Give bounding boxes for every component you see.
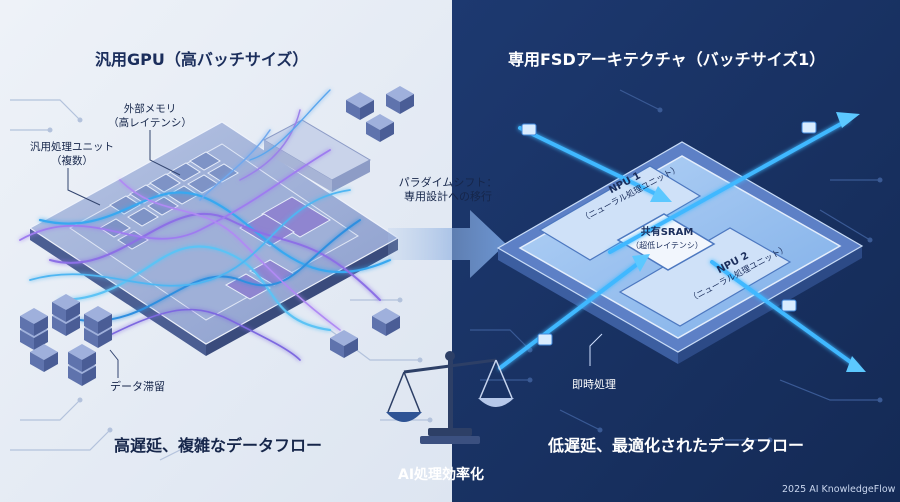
- flow-arrow: [608, 118, 850, 254]
- instant-callout-line: [589, 333, 603, 366]
- memory-label: 外部メモリ （高レイテンシ）: [108, 103, 192, 129]
- memory-stack: [68, 344, 96, 386]
- left-callout-lines: [67, 130, 181, 378]
- optimized-data-flow: [498, 118, 858, 370]
- left-caption: 高遅延、複雑なデータフロー: [114, 436, 323, 455]
- memory-stack: [20, 308, 48, 350]
- flow-arrow: [498, 260, 642, 370]
- gpu-chip: [28, 119, 400, 356]
- memory-stack: [386, 86, 414, 114]
- memory-stack: [52, 294, 80, 336]
- memory-stacks-left: [20, 86, 414, 386]
- flow-arrow: [710, 260, 858, 368]
- right-circuit-nodes: [527, 107, 883, 443]
- left-circuit-nodes: [47, 117, 433, 443]
- memory-stack: [346, 92, 374, 120]
- right-title: 専用FSDアーキテクチャ（バッチサイズ1）: [508, 50, 826, 69]
- shift-label: パラダイムシフト： 専用設計への移行: [398, 176, 498, 203]
- instant-label: 即時処理: [572, 378, 616, 391]
- data-packets: [521, 121, 817, 346]
- balance-scale-icon: [386, 351, 514, 444]
- flow-arrow: [518, 126, 662, 198]
- memory-stack: [366, 114, 394, 142]
- memory-stack: [372, 308, 400, 336]
- sram-block: [616, 213, 716, 271]
- memory-stack: [84, 306, 112, 348]
- right-caption: 低遅延、最適化されたデータフロー: [548, 436, 805, 455]
- stall-label: データ滞留: [110, 380, 165, 393]
- efficiency-label: AI処理効率化: [398, 467, 485, 483]
- paradigm-shift-arrow: [388, 210, 506, 278]
- left-title: 汎用GPU（高バッチサイズ）: [95, 50, 309, 69]
- sram-label: 共有SRAM （超低レイテンシ）: [631, 227, 703, 250]
- gpu-core-grid: [99, 151, 239, 250]
- watermark: 2025 AI KnowledgeFlow: [782, 484, 896, 495]
- arrow-heads: [632, 112, 866, 372]
- memory-stack: [330, 330, 358, 358]
- memory-stack: [30, 344, 58, 372]
- unit-label: 汎用処理ユニット （複数）: [30, 141, 114, 167]
- chaotic-data-flow: [19, 89, 392, 361]
